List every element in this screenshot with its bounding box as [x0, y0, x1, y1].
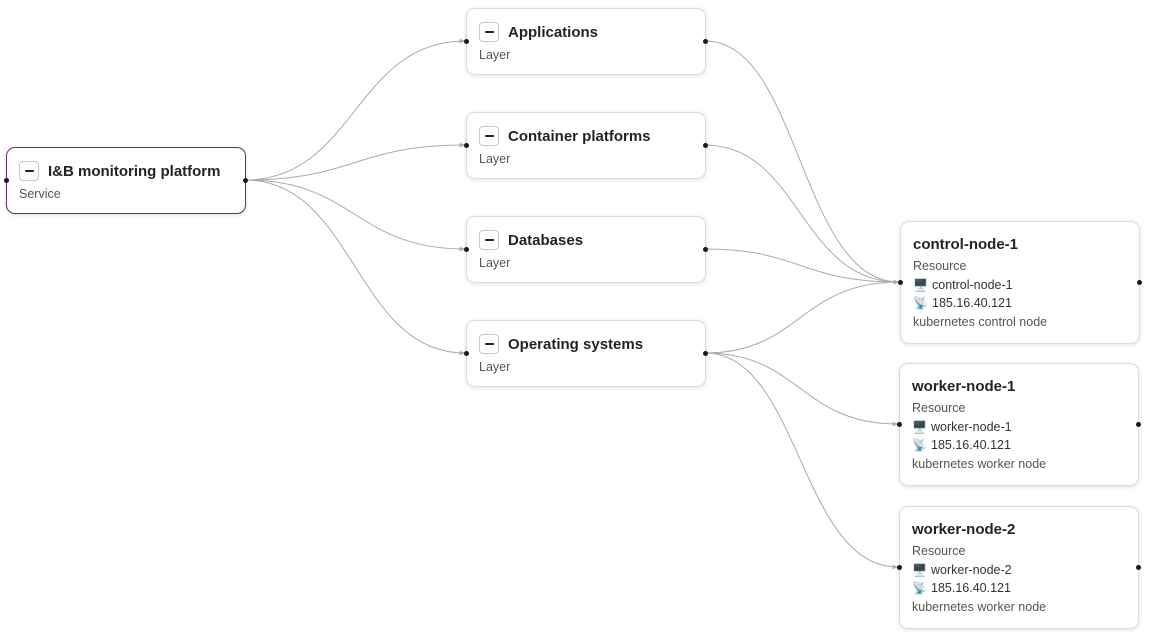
resource-ip: 185.16.40.121: [931, 581, 1011, 595]
layer-node-operating-systems[interactable]: Operating systems Layer: [464, 320, 708, 387]
resource-ip-row: 📡 185.16.40.121: [913, 296, 1127, 310]
layer-type: Layer: [479, 360, 511, 374]
computer-icon: 🖥️: [913, 278, 928, 292]
resource-ip: 185.16.40.121: [931, 438, 1011, 452]
resource-host-row: 🖥️ control-node-1: [913, 278, 1127, 292]
layer-node-container-platforms[interactable]: Container platforms Layer: [464, 112, 708, 179]
resource-description: kubernetes control node: [913, 315, 1048, 329]
resource-host: worker-node-2: [931, 563, 1012, 577]
service-output-handle[interactable]: [243, 178, 248, 183]
resource-description: kubernetes worker node: [912, 457, 1047, 471]
resource-type: Resource: [912, 401, 966, 415]
layer-title: Container platforms: [508, 127, 651, 145]
edge-applications-to-control-node-1: [704, 40, 900, 285]
antenna-icon: 📡: [913, 296, 928, 310]
layer-collapse-button[interactable]: [479, 334, 499, 354]
resource-description: kubernetes worker node: [912, 600, 1047, 614]
minus-icon: [484, 31, 494, 33]
minus-icon: [484, 343, 494, 345]
resource-node-control-node-1[interactable]: control-node-1 Resource 🖥️ control-node-…: [898, 221, 1142, 344]
resource-output-handle[interactable]: [1136, 422, 1141, 427]
resource-title: control-node-1: [913, 236, 1018, 253]
service-node[interactable]: I&B monitoring platform Service: [4, 147, 248, 214]
edge-service-to-databases: [244, 179, 466, 252]
edge-container-platforms-to-control-node-1: [704, 144, 900, 285]
resource-ip-row: 📡 185.16.40.121: [912, 438, 1126, 452]
layer-collapse-button[interactable]: [479, 126, 499, 146]
antenna-icon: 📡: [912, 438, 927, 452]
layer-type: Layer: [479, 152, 511, 166]
layer-output-handle[interactable]: [703, 143, 708, 148]
edge-operating-systems-to-worker-node-1: [704, 352, 899, 427]
resource-input-handle[interactable]: [898, 280, 903, 285]
edge-service-to-applications: [244, 38, 466, 181]
antenna-icon: 📡: [912, 581, 927, 595]
resource-output-handle[interactable]: [1136, 565, 1141, 570]
layer-title: Operating systems: [508, 335, 644, 353]
layer-input-handle[interactable]: [464, 143, 469, 148]
edge-service-to-container-platforms: [244, 142, 466, 181]
layer-collapse-button[interactable]: [479, 230, 499, 250]
layer-type: Layer: [479, 256, 511, 270]
resource-host-row: 🖥️ worker-node-1: [912, 420, 1126, 434]
edge-operating-systems-to-control-node-1: [704, 279, 900, 354]
minus-icon: [484, 239, 494, 241]
resource-host-row: 🖥️ worker-node-2: [912, 563, 1126, 577]
layer-output-handle[interactable]: [703, 351, 708, 356]
layer-output-handle[interactable]: [703, 39, 708, 44]
computer-icon: 🖥️: [912, 420, 927, 434]
resource-input-handle[interactable]: [897, 422, 902, 427]
layer-input-handle[interactable]: [464, 39, 469, 44]
resource-ip-row: 📡 185.16.40.121: [912, 581, 1126, 595]
edge-databases-to-control-node-1: [704, 248, 900, 285]
layer-collapse-button[interactable]: [479, 22, 499, 42]
computer-icon: 🖥️: [912, 563, 927, 577]
resource-output-handle[interactable]: [1137, 280, 1142, 285]
edge-service-to-operating-systems: [244, 179, 466, 356]
layer-input-handle[interactable]: [464, 351, 469, 356]
service-collapse-button[interactable]: [19, 161, 39, 181]
layer-node-databases[interactable]: Databases Layer: [464, 216, 708, 283]
service-title: I&B monitoring platform: [48, 162, 221, 180]
resource-node-worker-node-2[interactable]: worker-node-2 Resource 🖥️ worker-node-2 …: [897, 506, 1141, 629]
service-type: Service: [19, 187, 61, 201]
resource-title: worker-node-2: [912, 521, 1016, 538]
resource-node-worker-node-1[interactable]: worker-node-1 Resource 🖥️ worker-node-1 …: [897, 363, 1141, 486]
layer-node-applications[interactable]: Applications Layer: [464, 8, 708, 75]
resource-input-handle[interactable]: [897, 565, 902, 570]
minus-icon: [24, 170, 34, 172]
layer-input-handle[interactable]: [464, 247, 469, 252]
resource-host: control-node-1: [932, 278, 1013, 292]
resource-ip: 185.16.40.121: [932, 296, 1012, 310]
resource-type: Resource: [912, 544, 966, 558]
layer-output-handle[interactable]: [703, 247, 708, 252]
layer-type: Layer: [479, 48, 511, 62]
resource-type: Resource: [913, 259, 967, 273]
layer-title: Applications: [508, 23, 599, 41]
service-input-handle[interactable]: [4, 178, 9, 183]
resource-title: worker-node-1: [912, 378, 1016, 395]
resource-host: worker-node-1: [931, 420, 1012, 434]
layer-title: Databases: [508, 231, 584, 249]
minus-icon: [484, 135, 494, 137]
edge-operating-systems-to-worker-node-2: [704, 352, 899, 570]
